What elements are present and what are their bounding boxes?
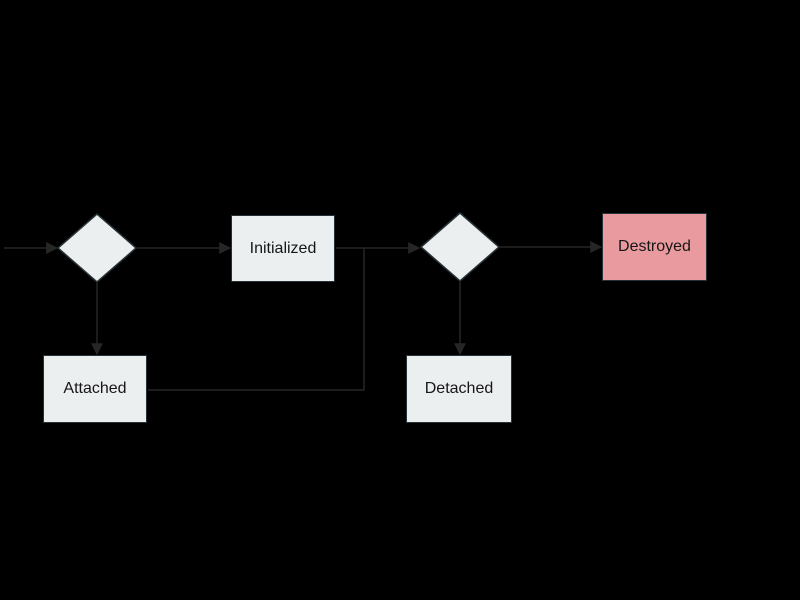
state-node-label: Destroyed — [618, 238, 691, 255]
state-node-detached: Detached — [406, 355, 512, 423]
edge-attached-merge — [148, 248, 365, 391]
decision-diamond-1 — [56, 213, 138, 283]
state-node-initialized: Initialized — [231, 215, 335, 282]
decision-diamond-2 — [419, 212, 501, 282]
state-node-destroyed: Destroyed — [602, 213, 707, 281]
state-node-label: Attached — [63, 380, 127, 397]
state-node-label: Detached — [424, 380, 494, 397]
state-node-attached: Attached — [43, 355, 147, 423]
state-node-label: Initialized — [249, 239, 317, 257]
